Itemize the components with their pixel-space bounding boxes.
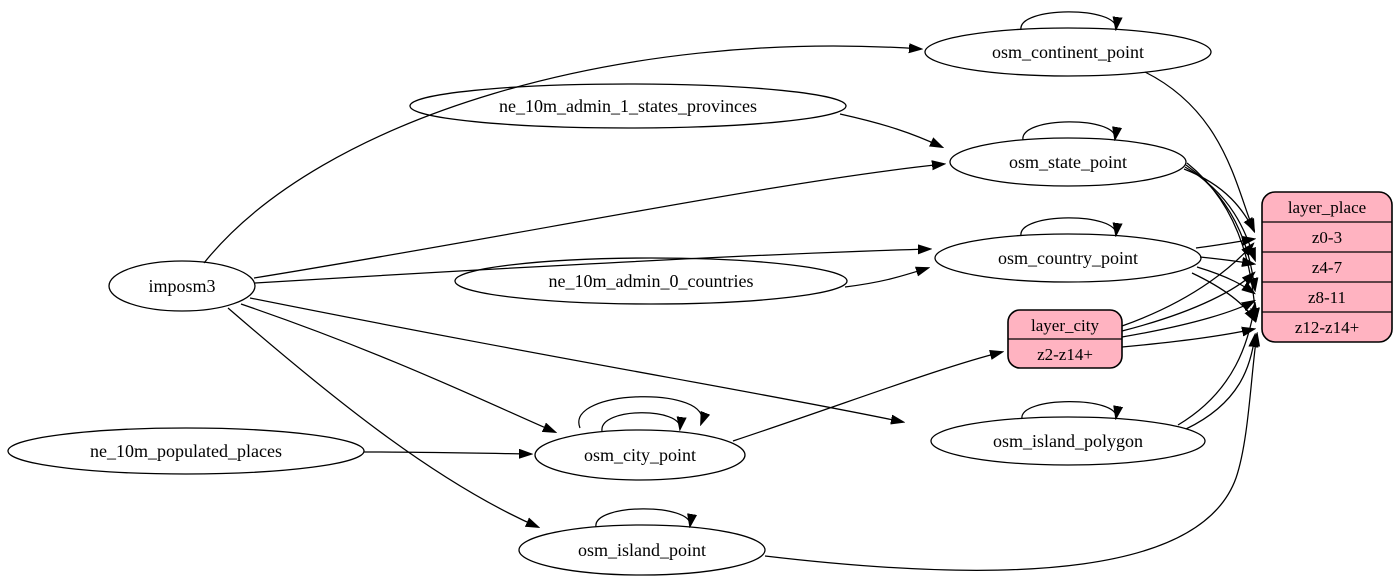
graph-edges bbox=[203, 11, 1257, 571]
record-layer-place-row-z4-7: z4-7 bbox=[1312, 258, 1343, 277]
node-ne-10m-populated-places: ne_10m_populated_places bbox=[7, 427, 365, 475]
edge-osm-country-point-to-layer-place-z0-3 bbox=[1195, 239, 1254, 249]
edge-self-loop-osm-island-polygon bbox=[1021, 401, 1116, 419]
node-ne-10m-admin-1-label: ne_10m_admin_1_states_provinces bbox=[499, 96, 757, 116]
edge-self-loop-osm-island-point bbox=[595, 508, 690, 527]
edge-osm-country-point-to-layer-place-z8-11 bbox=[1196, 266, 1254, 293]
edge-self-loop-osm-state-point bbox=[1022, 121, 1115, 140]
node-ne-10m-admin-1-shape bbox=[409, 83, 847, 129]
edge-osm-continent-point-to-layer-place-z0-3 bbox=[1144, 71, 1254, 231]
edge-osm-city-point-to-layer-city-z2-z14 bbox=[732, 352, 1002, 442]
node-osm-continent-point-label: osm_continent_point bbox=[992, 42, 1144, 62]
edge-ne-10m-admin-1-to-osm-state-point bbox=[839, 113, 942, 147]
edge-layer-city-to-layer-place-z0-3 bbox=[1121, 244, 1253, 327]
edge-osm-country-point-to-layer-place-z4-7 bbox=[1199, 256, 1254, 264]
edge-self-loop-osm-country-point bbox=[1020, 217, 1116, 236]
node-osm-city-point-shape bbox=[534, 429, 746, 481]
edge-ne-10m-populated-places-to-osm-city-point bbox=[363, 452, 531, 454]
node-ne-10m-admin-0-label: ne_10m_admin_0_countries bbox=[549, 271, 754, 291]
edge-osm-island-polygon-to-layer-place-z8-11 bbox=[1177, 304, 1255, 426]
node-osm-island-point-label: osm_island_point bbox=[578, 540, 706, 560]
edge-imposm3-to-osm-state-point bbox=[253, 164, 944, 279]
node-ne-10m-admin-0-shape bbox=[454, 257, 848, 305]
edge-osm-island-polygon-to-layer-place-z12-z14 bbox=[1185, 335, 1255, 430]
record-layer-place-row-z12-z14: z12-z14+ bbox=[1295, 318, 1359, 337]
edge-imposm3-to-osm-continent-point bbox=[203, 46, 921, 264]
node-imposm3-shape bbox=[108, 260, 256, 312]
node-osm-island-polygon: osm_island_polygon bbox=[930, 416, 1206, 466]
record-layer-place-row-z0-3: z0-3 bbox=[1312, 228, 1342, 247]
record-layer-city: layer_city z2-z14+ bbox=[1007, 309, 1123, 369]
edge-self-loop-osm-continent-point bbox=[1020, 11, 1116, 30]
edge-imposm3-to-osm-island-polygon bbox=[249, 297, 903, 422]
edge-osm-state-point-to-layer-place-z0-3 bbox=[1183, 168, 1254, 230]
node-osm-city-point: osm_city_point bbox=[534, 429, 746, 481]
node-osm-island-point: osm_island_point bbox=[518, 524, 766, 576]
edge-layer-city-to-layer-place-z8-11 bbox=[1121, 301, 1254, 338]
node-ne-10m-admin-1-states-provinces: ne_10m_admin_1_states_provinces bbox=[409, 83, 847, 129]
node-ne-10m-populated-places-label: ne_10m_populated_places bbox=[90, 441, 282, 461]
record-layer-place-row-z8-11: z8-11 bbox=[1308, 288, 1346, 307]
node-osm-state-point-shape bbox=[949, 137, 1187, 187]
edge-osm-state-point-to-layer-place-z12-z14 bbox=[1186, 162, 1256, 320]
node-osm-country-point: osm_country_point bbox=[934, 233, 1202, 283]
node-osm-state-point-label: osm_state_point bbox=[1009, 152, 1127, 172]
edge-self-loop-osm-city-point-outer bbox=[578, 396, 702, 429]
node-ne-10m-admin-0-countries: ne_10m_admin_0_countries bbox=[454, 257, 848, 305]
node-osm-continent-point: osm_continent_point bbox=[924, 27, 1212, 77]
edge-layer-city-to-layer-place-z4-7 bbox=[1121, 273, 1254, 332]
edge-osm-island-point-to-layer-place-z12-z14 bbox=[764, 334, 1257, 571]
edge-layer-city-to-layer-place-z12-z14 bbox=[1121, 329, 1254, 348]
node-imposm3-label: imposm3 bbox=[148, 276, 215, 296]
node-osm-state-point: osm_state_point bbox=[949, 137, 1187, 187]
edge-ne-10m-admin-0-to-osm-country-point bbox=[844, 268, 928, 288]
node-osm-continent-point-shape bbox=[924, 27, 1212, 77]
node-osm-island-point-shape bbox=[518, 524, 766, 576]
node-osm-island-polygon-shape bbox=[930, 416, 1206, 466]
record-layer-city-title: layer_city bbox=[1031, 316, 1099, 335]
record-layer-place-title: layer_place bbox=[1288, 198, 1366, 217]
node-osm-country-point-shape bbox=[934, 233, 1202, 283]
graph-nodes: imposm3 ne_10m_admin_1_states_provinces … bbox=[7, 27, 1393, 576]
node-osm-city-point-label: osm_city_point bbox=[584, 445, 696, 465]
edge-imposm3-to-osm-island-point bbox=[227, 307, 538, 527]
record-layer-place-box bbox=[1261, 191, 1393, 343]
edge-osm-state-point-to-layer-place-z4-7 bbox=[1184, 166, 1255, 260]
edge-imposm3-to-osm-country-point bbox=[254, 249, 930, 284]
node-osm-country-point-label: osm_country_point bbox=[998, 248, 1138, 268]
record-layer-city-row-z2-z14: z2-z14+ bbox=[1037, 345, 1093, 364]
node-ne-10m-populated-places-shape bbox=[7, 427, 365, 475]
edge-self-loop-osm-city-point-inner bbox=[601, 412, 680, 431]
node-imposm3: imposm3 bbox=[108, 260, 256, 312]
edge-osm-state-point-to-layer-place-z8-11 bbox=[1185, 164, 1255, 290]
edge-imposm3-to-osm-city-point bbox=[240, 303, 555, 432]
record-layer-place: layer_place z0-3 z4-7 z8-11 z12-z14+ bbox=[1261, 191, 1393, 343]
node-osm-island-polygon-label: osm_island_polygon bbox=[993, 431, 1143, 451]
